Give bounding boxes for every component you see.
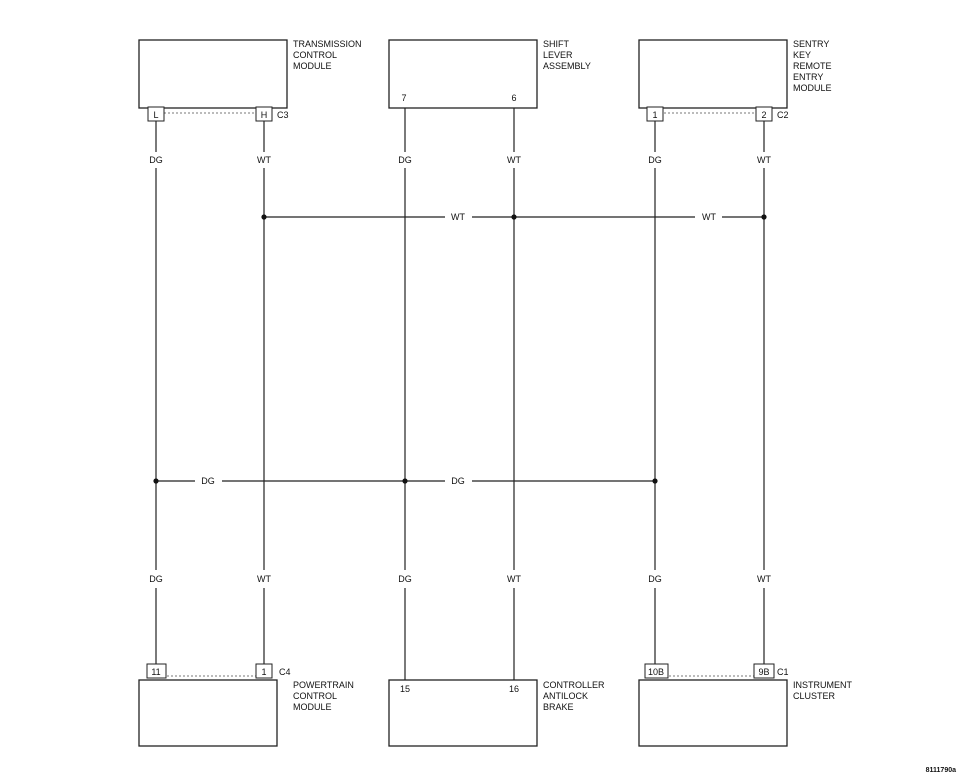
pin-label: 6 bbox=[511, 93, 516, 103]
powertrain-control-module: 11 1 C4 POWERTRAIN CONTROL MODULE bbox=[138, 663, 354, 747]
pin-label: 9B bbox=[758, 667, 769, 677]
splice-dot bbox=[652, 478, 658, 484]
wire-labels-bus: WT WT DG DG bbox=[201, 212, 716, 486]
pin-box bbox=[255, 663, 273, 679]
wire-label-dg: DG bbox=[648, 574, 662, 584]
pin-label: 16 bbox=[509, 684, 519, 694]
pin-label: 11 bbox=[151, 667, 160, 677]
module-label-line-1: TRANSMISSION bbox=[293, 39, 362, 49]
module-label-line-3: REMOTE bbox=[793, 61, 832, 71]
splice-dot bbox=[761, 214, 767, 220]
module-box bbox=[638, 679, 788, 747]
splice-dot bbox=[511, 214, 517, 220]
pin-label: 2 bbox=[761, 110, 766, 120]
module-label-line-3: MODULE bbox=[293, 702, 332, 712]
wire-label-dg: DG bbox=[149, 155, 163, 165]
wires bbox=[155, 108, 765, 680]
module-box bbox=[138, 39, 288, 109]
pin-label: 15 bbox=[400, 684, 410, 694]
connector-label: C2 bbox=[777, 110, 789, 120]
wire-label-wt: WT bbox=[507, 155, 521, 165]
splice-dots bbox=[153, 214, 767, 484]
sentry-key-remote-entry-module: SENTRY KEY REMOTE ENTRY MODULE 1 2 C2 bbox=[638, 39, 832, 122]
module-label-line-2: CONTROL bbox=[293, 50, 337, 60]
module-box bbox=[638, 39, 788, 109]
module-label-line-4: ENTRY bbox=[793, 72, 823, 82]
splice-dot bbox=[261, 214, 267, 220]
wire-label-wt: WT bbox=[257, 155, 271, 165]
pin-box bbox=[146, 663, 167, 679]
pin-label: H bbox=[261, 110, 268, 120]
module-label-line-2: CONTROL bbox=[293, 691, 337, 701]
module-label-line-1: CONTROLLER bbox=[543, 680, 605, 690]
module-label-line-3: ASSEMBLY bbox=[543, 61, 591, 71]
wire-label-dg: DG bbox=[648, 155, 662, 165]
module-box bbox=[388, 679, 538, 747]
wire-label-dg: DG bbox=[398, 574, 412, 584]
module-box bbox=[138, 679, 278, 747]
splice-dot bbox=[402, 478, 408, 484]
module-label-line-1: SENTRY bbox=[793, 39, 829, 49]
transmission-control-module: TRANSMISSION CONTROL MODULE L H C3 bbox=[138, 39, 362, 122]
module-label-line-1: POWERTRAIN bbox=[293, 680, 354, 690]
module-label-line-2: CLUSTER bbox=[793, 691, 836, 701]
wire-label-dg: DG bbox=[149, 574, 163, 584]
pin-box bbox=[644, 663, 669, 679]
wire-labels-top: DG WT DG WT DG WT bbox=[149, 155, 771, 165]
figure-id: 8111790a bbox=[926, 767, 956, 774]
wire-label-wt: WT bbox=[451, 212, 465, 222]
wire-label-dg: DG bbox=[451, 476, 465, 486]
module-label-line-2: KEY bbox=[793, 50, 811, 60]
shift-lever-assembly: SHIFT LEVER ASSEMBLY 7 6 bbox=[388, 39, 591, 109]
pin-label: 10B bbox=[648, 667, 664, 677]
module-label-line-3: MODULE bbox=[293, 61, 332, 71]
controller-antilock-brake: 15 16 CONTROLLER ANTILOCK BRAKE bbox=[388, 679, 605, 747]
wire-label-wt: WT bbox=[257, 574, 271, 584]
splice-dot bbox=[153, 478, 159, 484]
wire-label-wt: WT bbox=[702, 212, 716, 222]
connector-label: C1 bbox=[777, 667, 789, 677]
connector-label: C3 bbox=[277, 110, 289, 120]
module-box bbox=[388, 39, 538, 109]
pin-label: 1 bbox=[652, 110, 657, 120]
module-label-line-2: LEVER bbox=[543, 50, 573, 60]
wire-labels-bottom: DG WT DG WT DG WT bbox=[149, 574, 771, 584]
module-label-line-5: MODULE bbox=[793, 83, 832, 93]
connector-label: C4 bbox=[279, 667, 291, 677]
wire-label-wt: WT bbox=[507, 574, 521, 584]
pin-box bbox=[753, 663, 775, 679]
module-label-line-3: BRAKE bbox=[543, 702, 574, 712]
module-label-line-1: SHIFT bbox=[543, 39, 570, 49]
pin-label: 1 bbox=[261, 667, 266, 677]
wire-label-dg: DG bbox=[201, 476, 215, 486]
pin-label: 7 bbox=[401, 93, 406, 103]
wire-label-wt: WT bbox=[757, 155, 771, 165]
wire-label-dg: DG bbox=[398, 155, 412, 165]
module-label-line-1: INSTRUMENT bbox=[793, 680, 852, 690]
wire-label-wt: WT bbox=[757, 574, 771, 584]
module-label-line-2: ANTILOCK bbox=[543, 691, 588, 701]
pin-label: L bbox=[153, 110, 158, 120]
instrument-cluster: 10B 9B C1 INSTRUMENT CLUSTER bbox=[638, 663, 852, 747]
